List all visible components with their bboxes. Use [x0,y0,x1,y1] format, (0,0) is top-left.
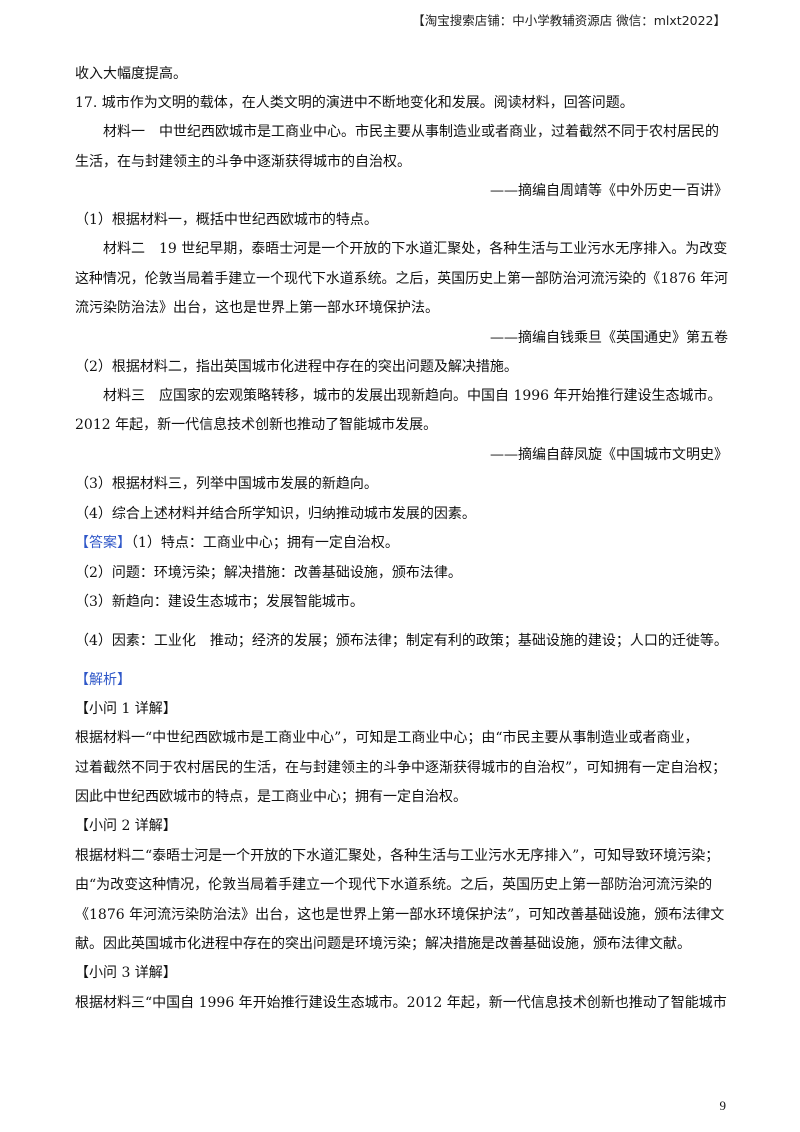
page-header: 【淘宝搜索店铺：中小学教辅资源店 微信：mlxt2022】 [412,13,726,28]
analysis-line: 献。因此英国城市化进程中存在的突出问题是环境污染；解决措施是改善基础设施，颁布法… [75,936,691,952]
analysis-line: 过着截然不同于农村居民的生活，在与封建领主的斗争中逐渐获得城市的自治权”，可知拥… [75,760,727,776]
sub-question-1: （1）根据材料一，概括中世纪西欧城市的特点。 [75,212,378,228]
page-number: 9 [719,1098,727,1113]
text-line: 收入大幅度提高。 [75,66,187,82]
material-3-source: ——摘编自薛凤旋《中国城市文明史》 [490,447,728,463]
question-title: 17. 城市作为文明的载体，在人类文明的演进中不断地变化和发展。阅读材料，回答问… [75,95,634,111]
material-3-line: 材料三 应国家的宏观策略转移，城市的发展出现新趋向。中国自 1996 年开始推行… [103,388,722,404]
answer-label: 【答案】 [75,535,131,551]
sub-analysis-heading: 【小问 2 详解】 [75,818,177,834]
analysis-line: 根据材料二“泰晤士河是一个开放的下水道汇聚处，各种生活与工业污水无序排入”，可知… [75,848,720,864]
sub-question-3: （3）根据材料三，列举中国城市发展的新趋向。 [75,476,378,492]
answer-line: 【答案】（1）特点：工商业中心；拥有一定自治权。 [75,533,399,553]
answer-line: （2）问题：环境污染；解决措施：改善基础设施，颁布法律。 [75,565,462,581]
material-1-line: 材料一 中世纪西欧城市是工商业中心。市民主要从事制造业或者商业，过着截然不同于农… [103,124,719,140]
analysis-label: 【解析】 [75,672,131,688]
material-2-line: 这种情况，伦敦当局着手建立一个现代下水道系统。之后，英国历史上第一部防治河流污染… [75,271,728,287]
material-2-line: 流污染防治法》出台，这也是世界上第一部水环境保护法。 [75,300,439,316]
answer-text: （1）特点：工商业中心；拥有一定自治权。 [131,535,399,551]
material-1-source: ——摘编自周靖等《中外历史一百讲》 [490,183,728,199]
sub-analysis-heading: 【小问 3 详解】 [75,965,177,981]
analysis-line: 《1876 年河流污染防治法》出台，这也是世界上第一部水环境保护法”，可知改善基… [75,907,725,923]
answer-line: （3）新趋向：建设生态城市；发展智能城市。 [75,594,364,610]
sub-question-2: （2）根据材料二，指出英国城市化进程中存在的突出问题及解决措施。 [75,359,518,375]
sub-analysis-heading: 【小问 1 详解】 [75,701,177,717]
material-2-source: ——摘编自钱乘旦《英国通史》第五卷 [490,330,728,346]
sub-question-4: （4）综合上述材料并结合所学知识，归纳推动城市发展的因素。 [75,506,476,522]
answer-line: （4）因素：工业化 推动；经济的发展；颁布法律；制定有利的政策；基础设施的建设；… [75,633,728,649]
analysis-line: 由“为改变这种情况，伦敦当局着手建立一个现代下水道系统。之后，英国历史上第一部防… [75,877,713,893]
material-2-line: 材料二 19 世纪早期，泰晤士河是一个开放的下水道汇聚处，各种生活与工业污水无序… [103,241,728,257]
analysis-line: 根据材料三“中国自 1996 年开始推行建设生态城市。2012 年起，新一代信息… [75,995,727,1011]
analysis-line: 根据材料一“中世纪西欧城市是工商业中心”，可知是工商业中心；由“市民主要从事制造… [75,730,699,746]
analysis-line: 因此中世纪西欧城市的特点，是工商业中心；拥有一定自治权。 [75,789,467,805]
material-3-line: 2012 年起，新一代信息技术创新也推动了智能城市发展。 [75,417,438,433]
material-1-line: 生活，在与封建领主的斗争中逐渐获得城市的自治权。 [75,154,411,170]
